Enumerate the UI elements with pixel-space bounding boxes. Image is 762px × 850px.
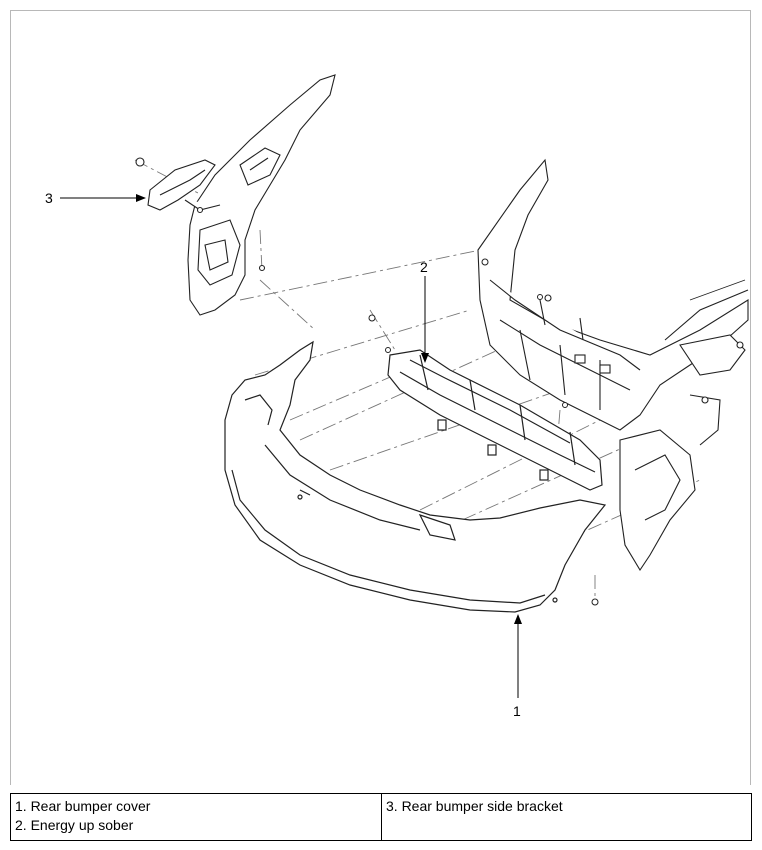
- callout-2: 2: [420, 259, 428, 275]
- side-bracket-panel: [135, 74, 336, 316]
- callout-3: 3: [45, 190, 53, 206]
- legend-item-3: 3. Rear bumper side bracket: [386, 798, 563, 814]
- legend-item-1: 1. Rear bumper cover: [15, 798, 151, 814]
- exploded-parts-diagram: 3 2 1: [45, 74, 749, 719]
- legend-right-cell: 3. Rear bumper side bracket: [381, 793, 752, 841]
- diagram-frame: [10, 10, 751, 785]
- legend-left-cell: 1. Rear bumper cover 2. Energy up sober: [10, 793, 382, 841]
- legend-item-2: 2. Energy up sober: [15, 817, 134, 833]
- energy-absorber: [387, 349, 603, 491]
- rear-body-panel: [477, 158, 749, 572]
- callout-leaders: [60, 194, 522, 698]
- rear-bumper-cover: [224, 340, 607, 613]
- callout-1: 1: [513, 703, 521, 719]
- fasteners: [368, 258, 599, 606]
- parts-legend-table: 1. Rear bumper cover 2. Energy up sober …: [10, 793, 752, 841]
